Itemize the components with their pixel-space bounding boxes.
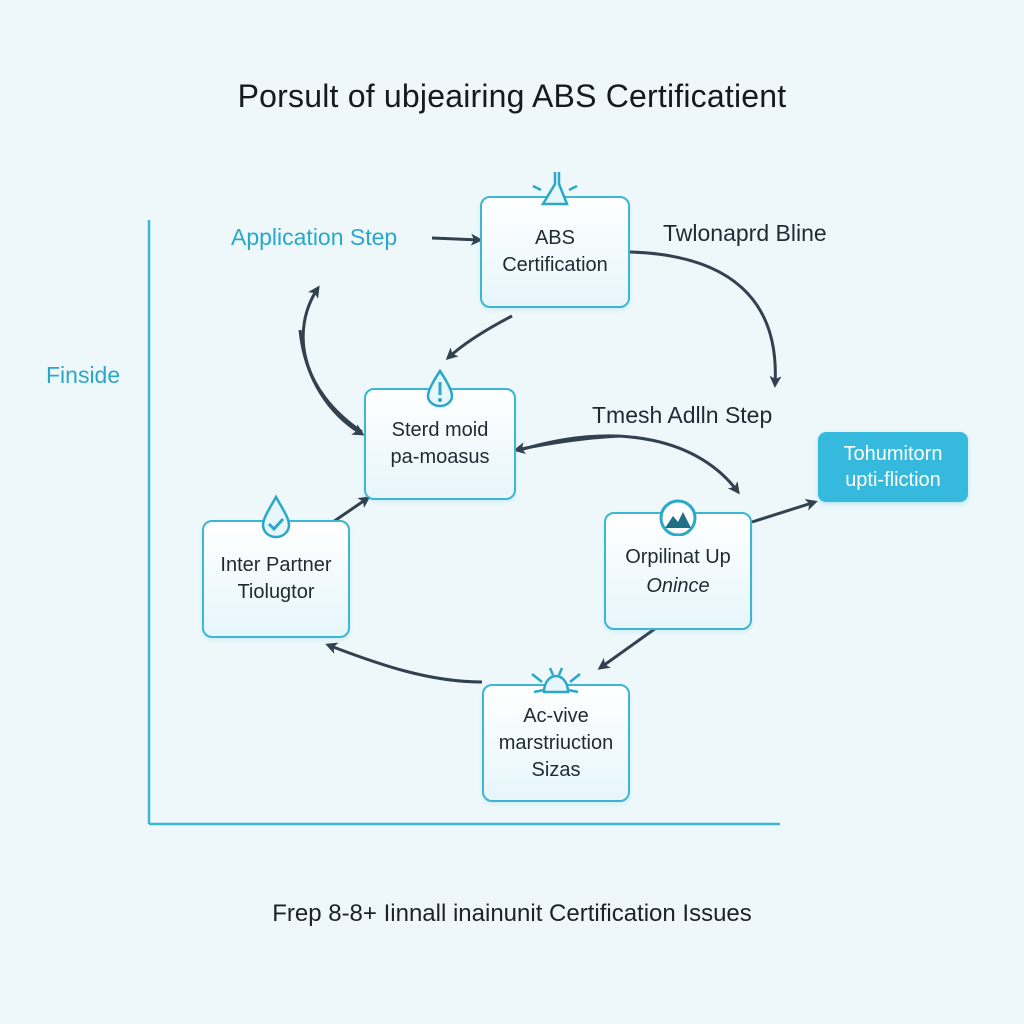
label-top-right: Twlonaprd Bline — [663, 220, 827, 246]
bug-icon — [531, 667, 581, 694]
arrow-abs-to-right — [629, 250, 782, 388]
arrow-sterd-to-orpilinat — [519, 434, 740, 495]
diagram-footer: Frep 8-8+ Iinnall inainunit Certificatio… — [272, 900, 752, 927]
arrow-orpilinat-to-highlight — [751, 499, 818, 524]
node-sterd-label: Sterd moid pa-moasus — [390, 419, 490, 468]
node-acvive[interactable]: Ac-vive marstriuction Sizas — [482, 667, 630, 802]
label-middle-right: Tmesh Adlln Step — [592, 402, 773, 428]
node-inter-label: Inter Partner Tiolugtor — [220, 554, 332, 603]
mountain-icon — [659, 499, 697, 536]
node-abs-certification[interactable]: ABS Certification — [480, 172, 630, 308]
arrow-application-to-abs — [431, 233, 483, 246]
checkmark-drop-icon — [261, 494, 291, 539]
node-abs-label: ABS Certification — [502, 227, 608, 276]
arrow-abs-to-sterd — [445, 314, 513, 361]
arrow-inter-to-sterd — [329, 496, 371, 526]
node-acvive-label: Ac-vive marstriuction Sizas — [498, 704, 614, 781]
node-orpilinat-sub: Onince — [646, 575, 710, 597]
node-orpilinat[interactable]: Orpilinat Up Onince — [604, 499, 752, 630]
arrow-left-loop-lower — [298, 329, 365, 436]
arrow-acvive-to-inter — [325, 642, 483, 684]
arrow-orpilinat-to-sterd — [513, 434, 621, 455]
arrow-orpilinat-to-acvive — [597, 626, 657, 670]
axis-label: Finside — [46, 362, 121, 388]
node-sterd-moid[interactable]: Sterd moid pa-moasus — [364, 368, 516, 500]
diagram-title: Porsult of ubjeairing ABS Certificatient — [237, 78, 787, 114]
warning-icon — [426, 368, 454, 408]
node-inter-partner[interactable]: Inter Partner Tiolugtor — [202, 494, 350, 638]
node-highlight[interactable]: Tohumitorn upti-fliction — [818, 432, 968, 502]
label-application-step: Application Step — [231, 224, 398, 250]
node-orpilinat-label: Orpilinat Up — [625, 546, 731, 568]
flask-icon — [532, 172, 578, 206]
